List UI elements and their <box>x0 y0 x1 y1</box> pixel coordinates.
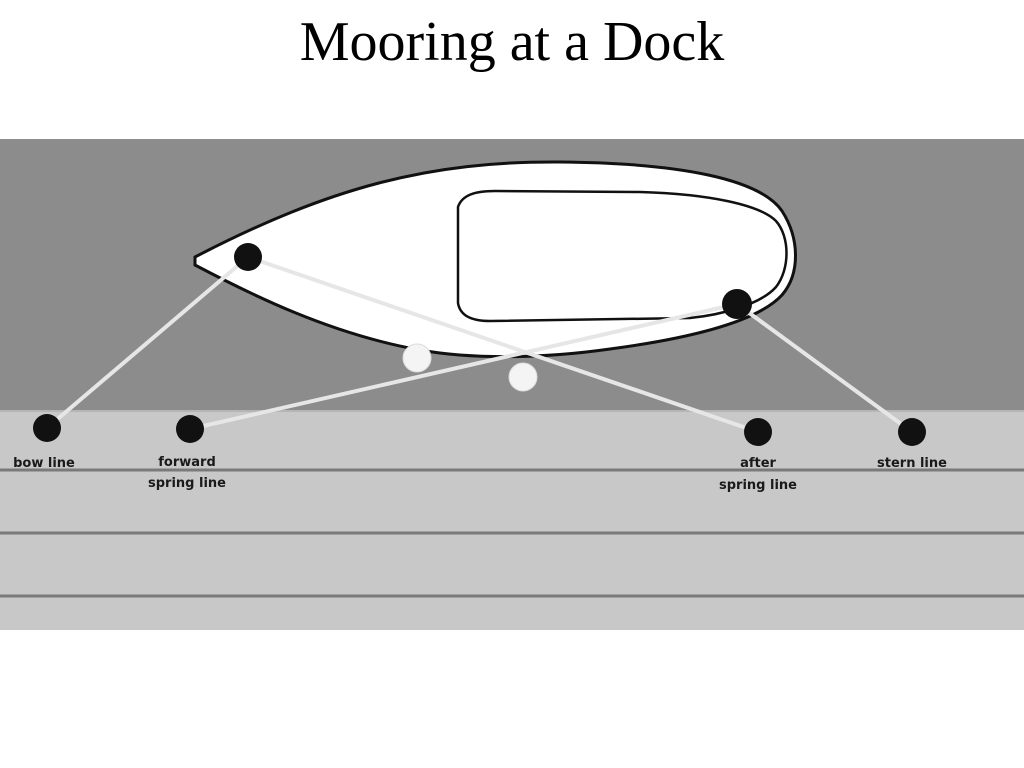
bow-line <box>45 255 250 430</box>
mooring-diagram: bow line forward spring line after sprin… <box>0 139 1024 630</box>
after-spring-line-rope <box>247 255 759 434</box>
slide-title: Mooring at a Dock <box>299 11 725 73</box>
bow-cleat <box>234 243 262 271</box>
after-spring-line-label-1: after <box>740 456 776 471</box>
boat-cabin <box>456 189 788 323</box>
bow-line-label: bow line <box>13 456 75 471</box>
fender-1 <box>402 343 432 373</box>
stern-line <box>735 302 914 434</box>
stern-cleat <box>722 289 752 319</box>
after-spring-dock-cleat <box>744 418 772 446</box>
stern-line-label: stern line <box>877 456 947 471</box>
dock-area <box>0 411 1024 630</box>
stern-line-dock-cleat <box>898 418 926 446</box>
fender-2 <box>508 362 538 392</box>
forward-spring-line-label-1: forward <box>158 455 216 470</box>
forward-spring-line-label-2: spring line <box>148 476 226 491</box>
bow-line-dock-cleat <box>33 414 61 442</box>
forward-spring-line-rope <box>189 302 738 431</box>
forward-spring-dock-cleat <box>176 415 204 443</box>
after-spring-line-label-2: spring line <box>719 478 797 493</box>
